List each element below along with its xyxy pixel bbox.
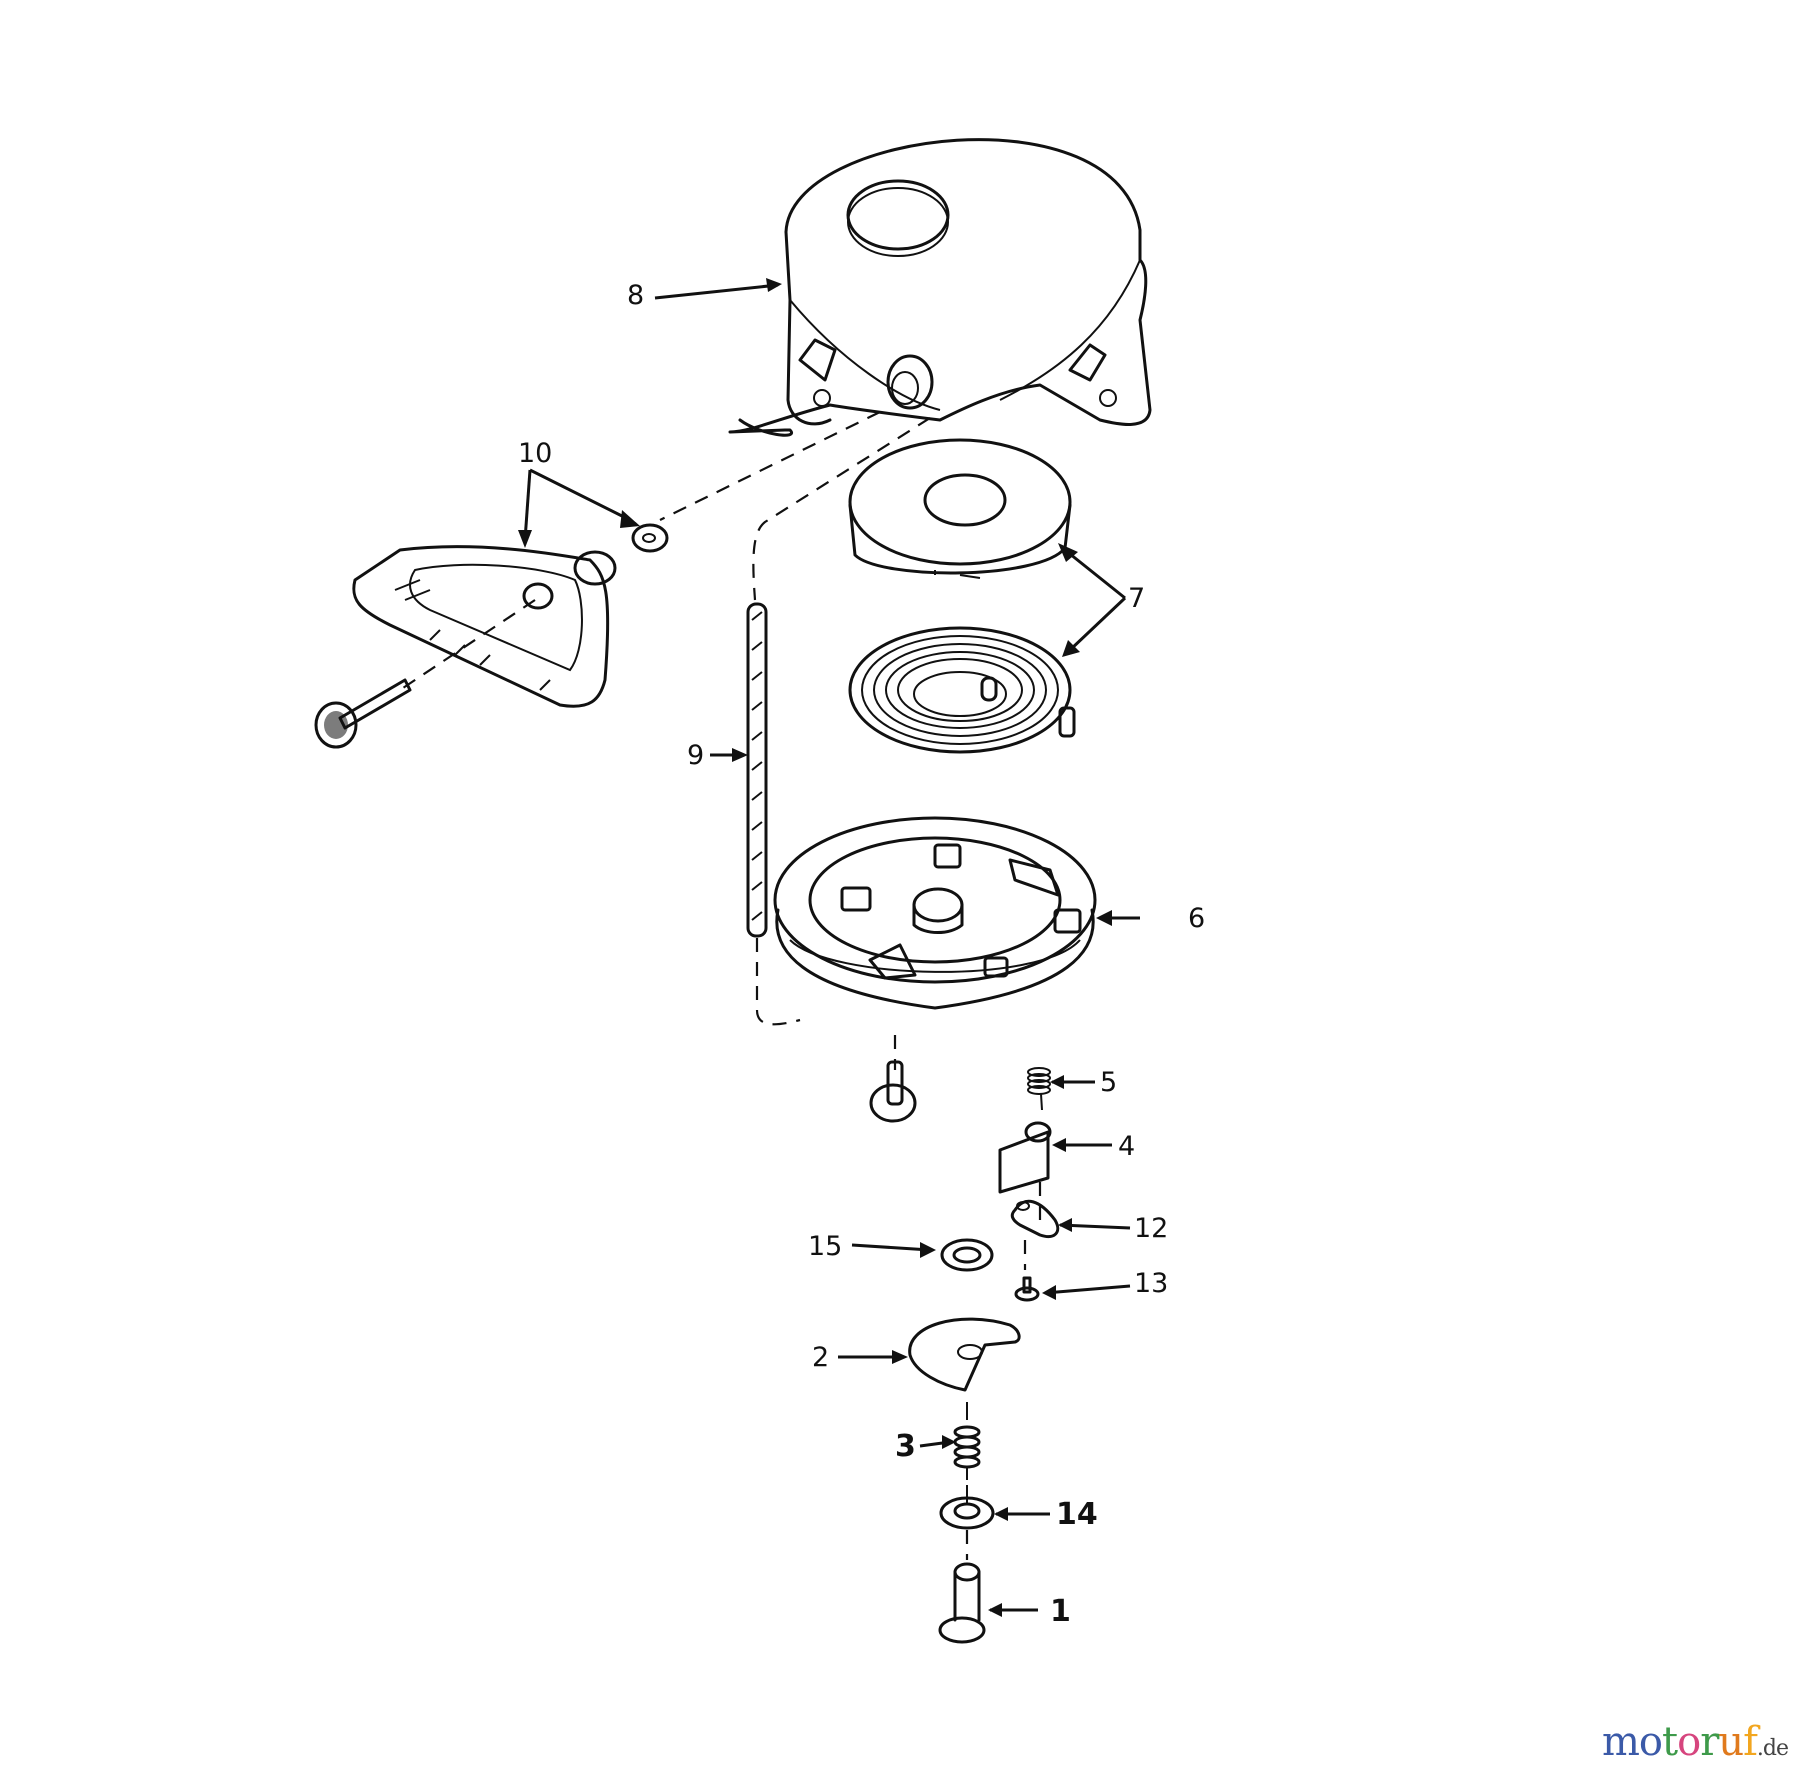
pawl-spring-part [1027,1067,1095,1111]
pulley-screw-part [869,1035,917,1123]
callout-12: 12 [1134,1213,1169,1244]
callout-10: 10 [518,438,553,469]
callout-7: 7 [1128,583,1146,614]
callout-2: 2 [812,1342,830,1373]
watermark-letter: f [1743,1719,1758,1765]
callout-8: 8 [627,280,645,311]
watermark-letter: m [1601,1719,1640,1765]
watermark-letter: u [1718,1719,1744,1765]
pawl-screw-part [1014,1276,1131,1302]
watermark-letter: o [1677,1719,1701,1765]
motoruf-watermark: motoruf.de [1601,1719,1789,1765]
starter-housing-part [728,138,1152,437]
callout-13: 13 [1134,1268,1169,1299]
pin-part [938,1562,1038,1644]
spring-cup-part [848,438,1072,579]
recoil-spring-part [848,543,1127,754]
retainer-plate-part [838,1317,1021,1420]
callout-1: 1 [1050,1594,1071,1629]
callout-14: 14 [1056,1497,1098,1532]
washer-15-part [851,1238,994,1272]
pawl-link-part [1010,1199,1131,1270]
starter-rope-part [710,602,801,1026]
watermark-letter: r [1700,1719,1719,1765]
callout-15: 15 [808,1231,843,1262]
watermark-letter: t [1662,1719,1678,1765]
watermark-tld: .de [1756,1736,1789,1761]
starter-handle-part [314,468,669,749]
callout-4: 4 [1118,1131,1136,1162]
callout-5: 5 [1100,1067,1118,1098]
pawl-part [998,1121,1112,1225]
callout-6: 6 [1188,903,1206,934]
washer-14-part [939,1485,1050,1560]
watermark-letter: o [1638,1719,1663,1765]
pulley-part [773,816,1140,1010]
callout-3: 3 [895,1429,916,1464]
callout-9: 9 [687,740,705,771]
compression-spring-part [919,1425,981,1480]
